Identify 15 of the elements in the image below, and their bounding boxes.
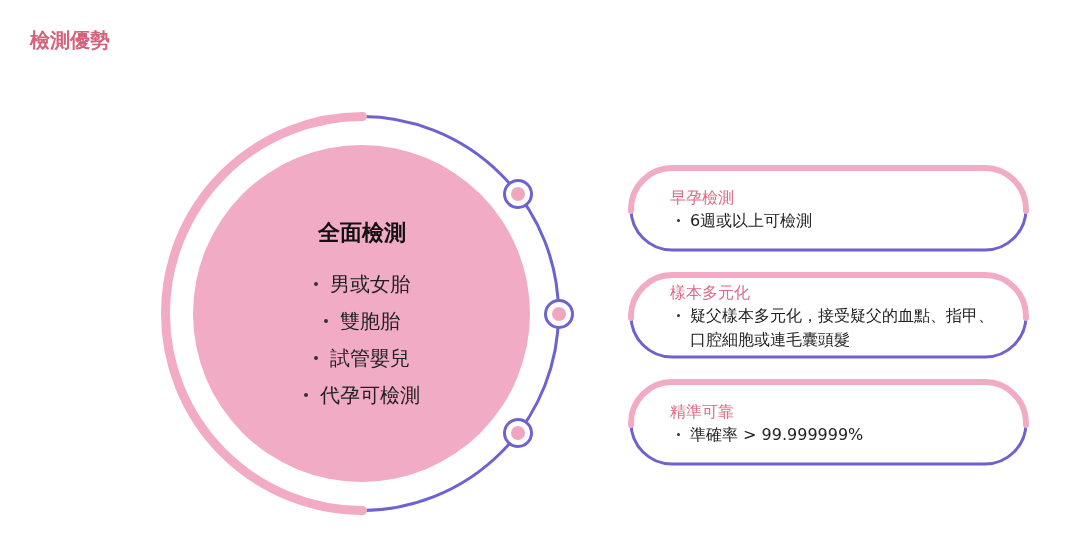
page-title: 檢測優勢 <box>30 27 110 53</box>
card-heading: 樣本多元化 <box>670 281 750 304</box>
bullet-text: 6週或以上可檢測 <box>690 209 813 232</box>
pill-card <box>628 379 1029 467</box>
bullet-text: 雙胞胎 <box>339 307 400 334</box>
card-heading: 早孕檢測 <box>670 186 734 209</box>
bullet-text: 準確率 > 99.999999% <box>690 423 864 446</box>
bullet-text: 試管嬰兒 <box>329 344 410 371</box>
circle-heading: 全面檢測 <box>317 220 406 246</box>
bullet-text: 代孕可檢測 <box>319 381 420 408</box>
bullet-text: 男或女胎 <box>329 270 410 297</box>
pill-card <box>628 272 1029 360</box>
pill-card <box>628 165 1029 253</box>
bullet-text: 疑父樣本多元化，接受疑父的血點、指甲、口腔細胞或連毛囊頭髮 <box>690 304 995 351</box>
card-heading: 精準可靠 <box>670 400 734 423</box>
